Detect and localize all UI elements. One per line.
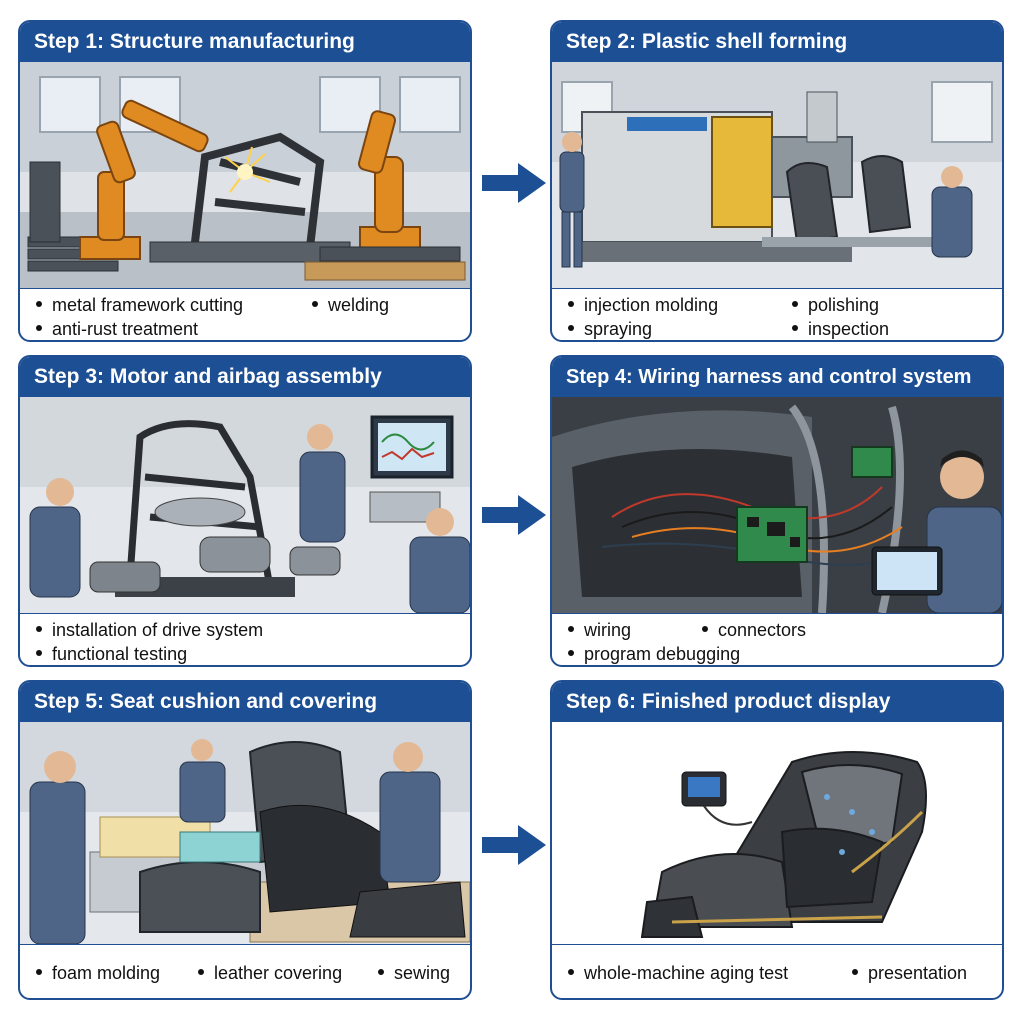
step-2-title: Step 2: Plastic shell forming	[552, 22, 1002, 62]
bullet-item: injection molding	[568, 295, 718, 316]
step-5-bullets: foam molding leather covering sewing	[20, 945, 470, 998]
arrow-right-icon	[482, 495, 546, 535]
step-6-card: Step 6: Finished product display whole-m…	[550, 680, 1004, 1000]
step-6-illustration	[552, 722, 1002, 945]
step-3-bullets: installation of drive system functional …	[20, 614, 470, 665]
step-5-illustration	[20, 722, 470, 945]
bullet-item: inspection	[792, 319, 889, 340]
bullet-item: anti-rust treatment	[36, 319, 198, 340]
step-4-title: Step 4: Wiring harness and control syste…	[552, 357, 1002, 397]
step-5-card: Step 5: Seat cushion and covering	[18, 680, 472, 1000]
step-3-title: Step 3: Motor and airbag assembly	[20, 357, 470, 397]
step-1-illustration	[20, 62, 470, 289]
step-1-bullets: metal framework cutting welding anti-rus…	[20, 289, 470, 340]
bullet-item: whole-machine aging test	[568, 963, 788, 984]
bullet-item: connectors	[702, 620, 806, 641]
step-6-title: Step 6: Finished product display	[552, 682, 1002, 722]
bullet-item: metal framework cutting	[36, 295, 243, 316]
bullet-item: foam molding	[36, 963, 160, 984]
bullet-item: functional testing	[36, 644, 187, 665]
arrow-right-icon	[482, 163, 546, 203]
bullet-item: leather covering	[198, 963, 342, 984]
bullet-item: spraying	[568, 319, 652, 340]
bullet-item: wiring	[568, 620, 631, 641]
step-2-illustration	[552, 62, 1002, 289]
step-6-bullets: whole-machine aging test presentation	[552, 945, 1002, 998]
bullet-item: sewing	[378, 963, 450, 984]
step-2-card: Step 2: Plastic shell forming	[550, 20, 1004, 342]
step-4-card: Step 4: Wiring harness and control syste…	[550, 355, 1004, 667]
arrow-right-icon	[482, 825, 546, 865]
step-4-bullets: wiring connectors program debugging	[552, 614, 1002, 665]
step-3-illustration	[20, 397, 470, 614]
bullet-item: polishing	[792, 295, 879, 316]
step-1-card: Step 1: Structure manufacturing	[18, 20, 472, 342]
step-4-illustration	[552, 397, 1002, 614]
step-5-title: Step 5: Seat cushion and covering	[20, 682, 470, 722]
bullet-item: program debugging	[568, 644, 740, 665]
bullet-item: welding	[312, 295, 389, 316]
bullet-item: installation of drive system	[36, 620, 263, 641]
step-1-title: Step 1: Structure manufacturing	[20, 22, 470, 62]
bullet-item: presentation	[852, 963, 967, 984]
step-2-bullets: injection molding polishing spraying ins…	[552, 289, 1002, 340]
step-3-card: Step 3: Motor and airbag assembly	[18, 355, 472, 667]
